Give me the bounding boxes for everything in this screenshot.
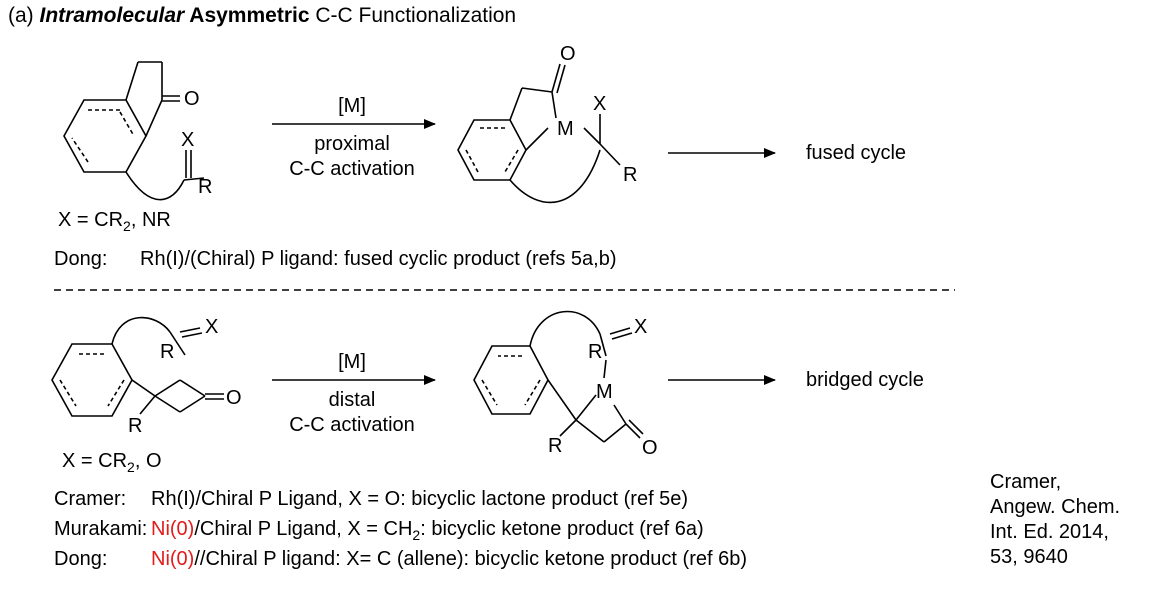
bottom-int-metal: M: [596, 381, 613, 403]
bottom-sm-r-top: R: [160, 341, 174, 363]
bottom-condition-2: C-C activation: [289, 414, 415, 436]
bottom-int-oxygen: O: [642, 437, 658, 459]
bottom-sm-oxygen: O: [226, 387, 242, 409]
bottom-product-label: bridged cycle: [806, 369, 924, 391]
bottom-sm-x: X: [205, 316, 218, 338]
top-intermediate: [457, 63, 621, 204]
top-sm-oxygen: O: [184, 88, 200, 110]
bottom-reference-1: Cramer:Rh(I)/Chiral P Ligand, X = O: bic…: [54, 488, 689, 510]
top-product-label: fused cycle: [806, 142, 906, 164]
top-reagent: [M]: [338, 95, 366, 117]
scheme-title: (a) Intramolecular Asymmetric C-C Functi…: [8, 4, 517, 27]
bottom-x-definition: X = CR2, O: [62, 450, 162, 475]
bottom-reference-3: Dong:Ni(0)//Chiral P ligand: X= C (allen…: [54, 548, 748, 570]
top-int-x: X: [593, 93, 606, 115]
bottom-reference-2: Murakami:Ni(0)/Chiral P Ligand, X = CH2:…: [54, 518, 704, 543]
citation-line: Angew. Chem.: [990, 496, 1121, 518]
top-int-metal: M: [557, 118, 574, 140]
bottom-starting-material: [51, 316, 224, 417]
top-sm-x: X: [181, 129, 194, 151]
bottom-int-r: R: [548, 435, 562, 457]
bottom-condition-1: distal: [329, 389, 376, 411]
bottom-intermediate: [473, 310, 644, 443]
top-condition-2: C-C activation: [289, 158, 415, 180]
top-condition-1: proximal: [314, 133, 390, 155]
bottom-int-r-top: R: [588, 341, 602, 363]
citation-line: 53, 9640: [990, 546, 1068, 568]
top-int-oxygen: O: [560, 43, 576, 65]
bottom-sm-r: R: [128, 415, 142, 437]
top-x-definition: X = CR2, NR: [58, 209, 171, 234]
citation-line: Cramer,: [990, 471, 1062, 493]
citation: Cramer, Angew. Chem. Int. Ed. 2014, 53, …: [990, 470, 1154, 570]
top-sm-r: R: [198, 176, 212, 198]
top-int-r: R: [623, 164, 637, 186]
bottom-reagent: [M]: [338, 351, 366, 373]
citation-line: Int. Ed. 2014,: [990, 521, 1109, 543]
bottom-int-x: X: [634, 316, 647, 338]
top-reference: Dong:Rh(I)/(Chiral) P ligand: fused cycl…: [54, 248, 617, 270]
top-starting-material: [63, 61, 205, 201]
